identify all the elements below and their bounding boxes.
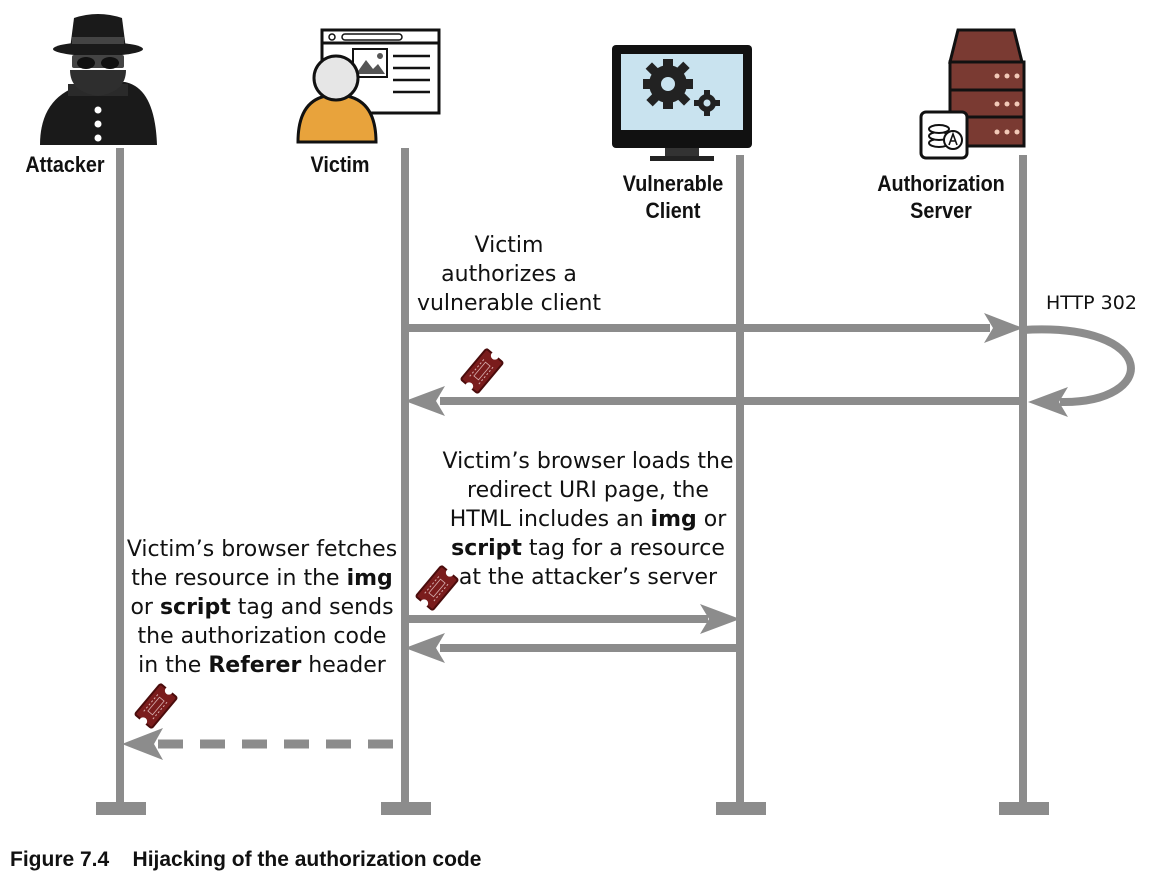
authorization-server-icon [919,28,1026,160]
figure-title: Hijacking of the authorization code [132,848,482,871]
message-leak-dashed-arrow [122,728,405,760]
message-page-response-arrow [405,633,740,663]
message-authorize-arrow [405,313,1023,343]
client-monitor-icon [612,45,752,161]
note-text: the authorization code [137,624,387,649]
note-text: Victim’s browser loads the [442,449,734,474]
note-text: at the attacker’s server [458,565,718,590]
server-label-line: Authorization [877,171,1005,196]
note-line: the authorization code [112,622,412,651]
note-load-page: Victim’s browser loads the redirect URI p… [438,447,738,592]
note-keyword: script [159,595,231,620]
auth-code-ticket-icon [131,679,181,733]
note-text: redirect URI page, the [467,478,709,503]
attacker-label: Attacker [25,152,105,177]
note-line: script tag for a resource [438,534,738,563]
note-text: HTML includes an [449,507,651,532]
note-line: Victim [474,233,544,258]
note-line: Victim’s browser fetches [112,535,412,564]
note-text: or [696,507,727,532]
note-text: the resource in the [131,566,347,591]
http-302-label: HTTP 302 [1046,292,1137,314]
client-label-line: Client [645,198,701,223]
note-line: at the attacker’s server [438,563,738,592]
note-line: or script tag and sends [112,593,412,622]
note-text: tag and sends [230,595,394,620]
message-http-302-loop [1022,325,1135,417]
message-load-page-arrow [405,604,740,634]
client-label: Vulnerable Client [606,170,741,224]
note-line: HTML includes an img or [438,505,738,534]
server-label-line: Server [910,198,972,223]
victim-label: Victim [310,152,370,177]
note-line: redirect URI page, the [438,476,738,505]
figure-number: Figure 7.4 [10,848,110,871]
note-keyword: script [451,536,522,561]
lifeline-bases [96,802,1049,815]
note-text: header [301,653,386,678]
note-keyword: Referer [208,653,302,678]
attacker-icon [40,14,157,145]
message-redirect-arrow [405,386,1023,416]
note-keyword: img [650,507,697,532]
note-line: authorizes a [441,262,577,287]
victim-icon [296,28,441,144]
note-line: the resource in the img [112,564,412,593]
note-text: in the [138,653,209,678]
lifelines [116,148,1027,808]
note-text: tag for a resource [521,536,725,561]
note-line: vulnerable client [416,291,602,316]
server-label: Authorization Server [874,170,1009,224]
figure-caption: Figure 7.4 Hijacking of the authorizatio… [10,848,481,872]
client-label-line: Vulnerable [622,171,724,196]
note-text: Victim’s browser fetches [126,537,398,562]
note-line: Victim’s browser loads the [438,447,738,476]
note-keyword: img [346,566,393,591]
note-text: or [130,595,160,620]
note-authorize: Victim authorizes a vulnerable client [404,231,614,318]
auth-code-ticket-icon [457,344,507,398]
note-line: in the Referer header [112,651,412,680]
